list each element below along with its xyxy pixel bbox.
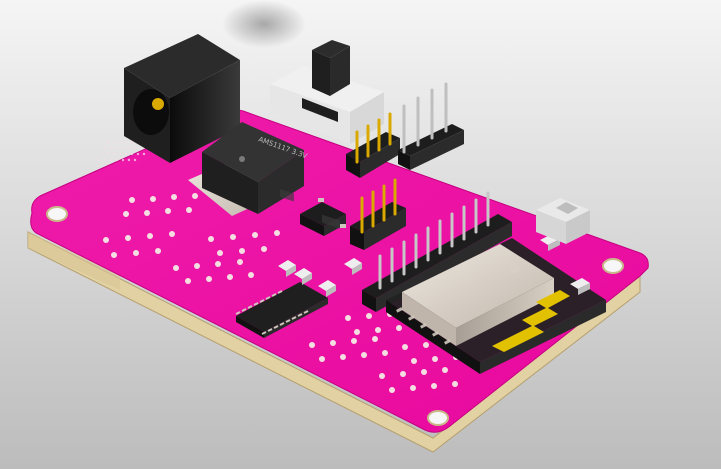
passives — [278, 234, 590, 297]
button-cap[interactable] — [556, 202, 578, 214]
header-1 — [346, 112, 400, 178]
button-base-front — [536, 210, 566, 244]
regulator-body-top — [202, 122, 304, 182]
regulator-mark — [239, 156, 245, 162]
dc-jack-opening — [133, 89, 169, 135]
top-shadow — [222, 0, 306, 48]
module-pcb-side — [480, 300, 606, 374]
switch-body-side — [350, 92, 384, 144]
pcb-edge-left — [28, 232, 120, 290]
module-antenna — [492, 290, 570, 352]
header-2 — [350, 178, 406, 250]
switch-actuator-side[interactable] — [330, 46, 350, 96]
switch-actuator[interactable] — [312, 40, 350, 58]
wifi-module — [386, 238, 606, 374]
module-shield-dot — [509, 263, 519, 273]
passive-3 — [318, 280, 336, 297]
passive-1 — [278, 260, 296, 277]
mount-hole-bottom — [427, 410, 449, 426]
passive-2 — [294, 268, 312, 285]
module-shield-side — [456, 278, 554, 346]
header-right-angle — [398, 82, 464, 170]
button-base-side — [566, 210, 590, 244]
dc-jack-side — [170, 60, 240, 163]
module-pins — [396, 307, 451, 345]
regulator-body-front — [202, 152, 258, 214]
switch-body-front — [270, 84, 350, 144]
module-shield-front — [402, 292, 456, 346]
switch-window-left — [280, 188, 294, 202]
voltage-regulator: AMS1117 3.3V — [188, 122, 308, 216]
slide-switch[interactable] — [270, 40, 384, 229]
dc-jack-top — [124, 34, 240, 98]
mount-hole-right — [602, 258, 624, 274]
switch-window-right — [322, 214, 340, 229]
dc-jack — [124, 34, 240, 163]
ic-chip — [235, 282, 328, 338]
ic-pins — [235, 290, 309, 335]
mount-hole-left — [46, 206, 68, 222]
switch-actuator-front[interactable] — [312, 50, 330, 96]
mounting-holes — [46, 206, 624, 426]
dc-jack-pin — [152, 98, 164, 110]
regulator-body-side — [258, 150, 304, 214]
passive-4 — [344, 258, 362, 275]
switch-slot — [302, 98, 338, 122]
reset-button[interactable] — [536, 198, 590, 244]
passive-6 — [570, 278, 590, 295]
